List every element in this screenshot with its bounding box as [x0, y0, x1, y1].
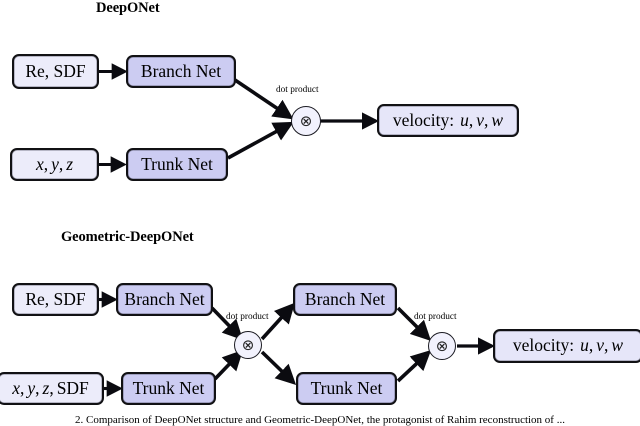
deeponet-diagram-title: DeepONet [96, 0, 160, 16]
bottom-trunk-net-1-label: Trunk Net [132, 377, 205, 398]
tensor-product-icon: ⊗ [435, 337, 449, 355]
bottom-branch-net-1-box: Branch Net [116, 283, 213, 316]
top-dot-product-label: dot product [276, 85, 319, 95]
bottom-output-label: velocity:u,v,w [512, 335, 624, 356]
tensor-product-icon: ⊗ [299, 112, 313, 130]
var-x: x [35, 153, 44, 174]
bottom-dot-product-2-node: ⊗ [428, 332, 456, 360]
var-w: w [491, 109, 504, 130]
var-z: z [42, 377, 50, 398]
bottom-trunk-net-2-label: Trunk Net [310, 377, 383, 398]
output-prefix: velocity: [392, 109, 455, 130]
var-w: w [611, 335, 624, 356]
top-input-branch-box: Re, SDF [12, 54, 99, 89]
top-trunk-net-box: Trunk Net [126, 148, 228, 181]
var-y: y [27, 377, 36, 398]
geometric-deeponet-diagram-title: Geometric-DeepONet [61, 229, 194, 245]
output-prefix: velocity: [512, 335, 575, 356]
bottom-branch-net-2-label: Branch Net [304, 288, 386, 309]
top-branch-net-label: Branch Net [140, 60, 222, 81]
bottom-input-trunk-label: x,y,z,SDF [12, 377, 89, 398]
bottom-branch-net-2-box: Branch Net [293, 283, 397, 316]
var-v: v [476, 109, 485, 130]
bottom-trunk-net-1-box: Trunk Net [121, 372, 216, 405]
bottom-input-branch-box: Re, SDF [12, 283, 99, 316]
bottom-dot-product-1-node: ⊗ [234, 331, 262, 359]
bottom-dot-product-1-label: dot product [226, 312, 269, 322]
var-z: z [66, 153, 74, 174]
top-dot-product-node: ⊗ [291, 106, 321, 136]
top-input-branch-label: Re, SDF [25, 60, 86, 81]
bottom-branch-net-1-label: Branch Net [124, 288, 205, 309]
tensor-product-icon: ⊗ [241, 336, 255, 354]
var-sdf: SDF [56, 377, 89, 398]
top-output-label: velocity:u,v,w [392, 109, 504, 130]
top-input-trunk-box: x,y,z [10, 148, 99, 181]
figure-caption: 2. Comparison of DeepONet structure and … [75, 414, 565, 426]
var-y: y [51, 153, 59, 174]
bottom-dot-product-2-label: dot product [414, 312, 457, 322]
top-input-trunk-label: x,y,z [35, 153, 74, 174]
top-trunk-net-label: Trunk Net [141, 153, 213, 174]
var-x: x [12, 377, 20, 398]
bottom-input-branch-label: Re, SDF [25, 288, 86, 309]
bottom-trunk-net-2-box: Trunk Net [296, 372, 397, 405]
bottom-output-box: velocity:u,v,w [493, 329, 640, 363]
var-v: v [596, 335, 605, 356]
var-u: u [460, 109, 469, 130]
var-u: u [580, 335, 589, 356]
top-branch-net-box: Branch Net [126, 55, 236, 88]
bottom-input-trunk-box: x,y,z,SDF [0, 372, 104, 405]
top-output-box: velocity:u,v,w [377, 104, 519, 137]
